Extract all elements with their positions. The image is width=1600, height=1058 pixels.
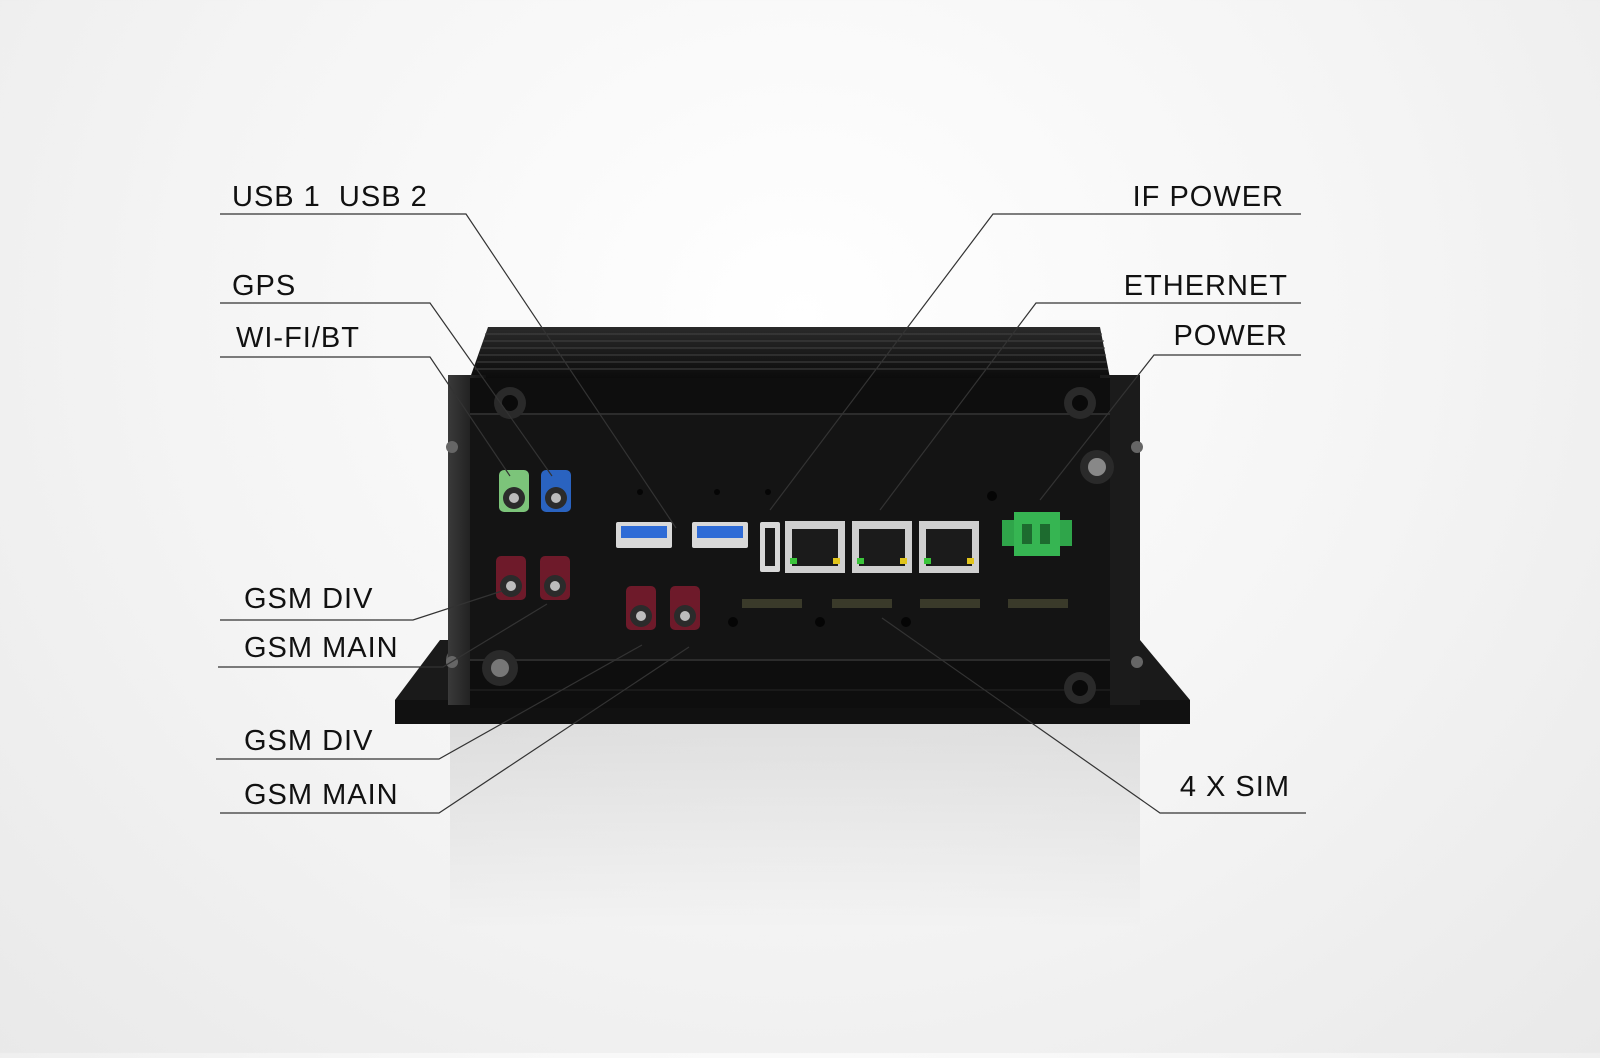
leader-line-gsm-div-1 xyxy=(220,590,503,621)
wifi-connector-icon xyxy=(541,470,571,512)
leader-line-ethernet xyxy=(879,302,1301,511)
label-gsm-main-2: GSM MAIN xyxy=(244,779,399,811)
leader-line-gsm-main-1 xyxy=(218,603,548,668)
label-wifi-bt: WI-FI/BT xyxy=(236,322,360,354)
screw-icon xyxy=(482,387,1114,704)
label-sim: 4 X SIM xyxy=(1179,771,1290,803)
floor-reflection xyxy=(450,720,1140,930)
heatsink-fins xyxy=(470,327,1110,378)
label-usb: USB 1 USB 2 xyxy=(232,181,428,213)
leader-line-gps xyxy=(220,302,553,477)
usb-port-icon xyxy=(616,522,748,548)
label-gsm-div-1: GSM DIV xyxy=(244,583,374,615)
label-gsm-div-2: GSM DIV xyxy=(244,725,374,757)
label-power: POWER xyxy=(1173,320,1288,352)
ethernet-port-icon xyxy=(785,521,979,573)
power-terminal-icon xyxy=(1002,512,1072,556)
leader-line-sim xyxy=(881,617,1306,814)
leader-line-gsm-main-2 xyxy=(220,646,690,814)
label-gsm-main-1: GSM MAIN xyxy=(244,632,399,664)
leader-line-if-power xyxy=(769,213,1301,511)
if-power-port-icon xyxy=(760,522,780,572)
leader-line-gsm-div-2 xyxy=(216,644,643,760)
sim-slot-icon xyxy=(742,599,1068,608)
label-gps: GPS xyxy=(232,270,297,302)
leader-line-usb xyxy=(220,213,677,529)
label-if-power: IF POWER xyxy=(1132,181,1284,213)
label-ethernet: ETHERNET xyxy=(1123,270,1288,302)
leader-line-power xyxy=(1039,354,1301,501)
leader-lines xyxy=(216,213,1306,814)
gps-connector-icon xyxy=(499,470,529,512)
leader-line-wifi xyxy=(220,356,511,477)
